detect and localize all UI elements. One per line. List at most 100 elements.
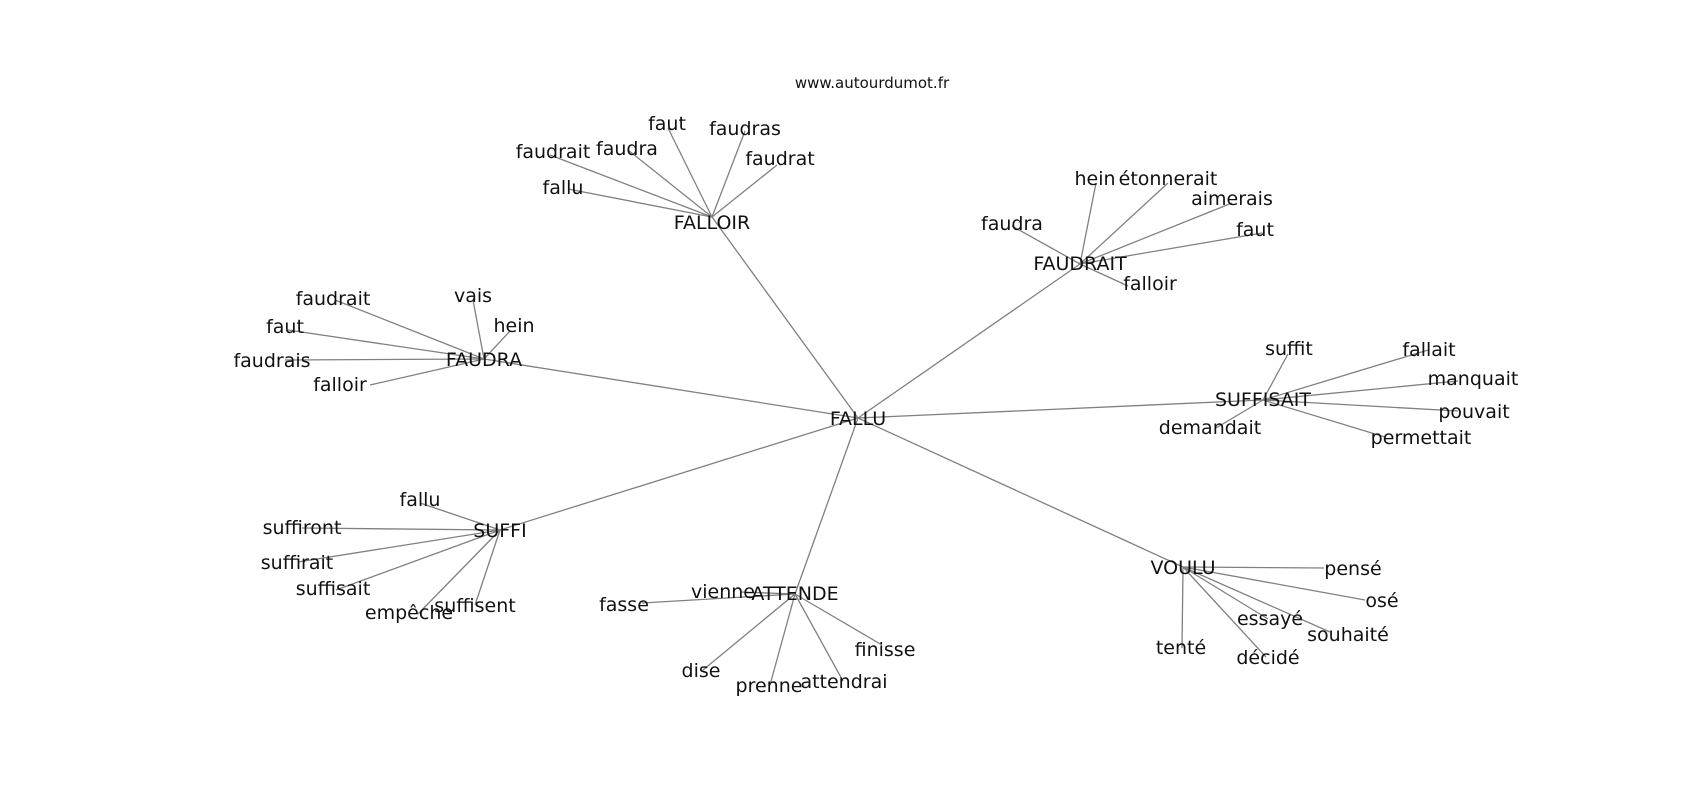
word-node[interactable]: aimerais bbox=[1191, 188, 1273, 210]
edge-faudra-word bbox=[483, 330, 511, 360]
edge-falloir-word bbox=[627, 149, 713, 218]
word-node[interactable]: suffirait bbox=[261, 552, 334, 574]
word-node[interactable]: pouvait bbox=[1438, 401, 1509, 423]
word-node[interactable]: falloir bbox=[1123, 273, 1177, 295]
word-node[interactable]: hein bbox=[1074, 168, 1115, 190]
edge-attende-word bbox=[702, 593, 796, 671]
word-node[interactable]: décidé bbox=[1236, 647, 1299, 669]
edge-center-voulu bbox=[857, 417, 1184, 568]
edge-voulu-word bbox=[1182, 566, 1267, 658]
word-node[interactable]: empêche bbox=[365, 602, 453, 624]
word-node[interactable]: fallu bbox=[543, 177, 584, 199]
edge-suffisait-word bbox=[1262, 399, 1386, 438]
graph-edges bbox=[284, 127, 1459, 686]
edge-falloir-word bbox=[567, 188, 713, 218]
word-node[interactable]: souhaité bbox=[1307, 624, 1389, 646]
edge-suffi-word bbox=[474, 529, 501, 606]
hub-node-falloir[interactable]: FALLOIR bbox=[674, 212, 750, 234]
word-node[interactable]: permettait bbox=[1371, 427, 1472, 449]
word-node[interactable]: suffisent bbox=[434, 595, 515, 617]
word-node[interactable]: faut bbox=[1236, 219, 1274, 241]
word-node[interactable]: dise bbox=[682, 660, 721, 682]
edge-suffi-word bbox=[419, 502, 501, 531]
word-node[interactable]: faudra bbox=[981, 213, 1043, 235]
word-node[interactable]: pensé bbox=[1324, 558, 1381, 580]
word-node[interactable]: essayé bbox=[1237, 608, 1303, 630]
edge-falloir-word bbox=[711, 130, 746, 218]
word-node[interactable]: faut bbox=[266, 316, 304, 338]
edge-center-attende bbox=[794, 417, 859, 595]
word-node[interactable]: faudrait bbox=[296, 288, 371, 310]
edge-faudra-word bbox=[284, 358, 485, 361]
edge-suffi-word bbox=[301, 527, 501, 531]
edge-voulu-word bbox=[1182, 566, 1331, 633]
word-node[interactable]: faudra bbox=[596, 138, 658, 160]
word-node[interactable]: vais bbox=[454, 285, 492, 307]
edge-faudrait-word bbox=[1079, 202, 1233, 265]
edge-suffi-word bbox=[335, 529, 501, 591]
edge-faudra-word bbox=[334, 299, 485, 360]
edge-suffisait-word bbox=[1262, 349, 1429, 401]
word-node[interactable]: faut bbox=[648, 113, 686, 135]
edge-attende-word bbox=[641, 593, 796, 604]
word-node[interactable]: tenté bbox=[1156, 637, 1206, 659]
edge-suffi-word bbox=[297, 529, 501, 563]
edge-voulu-word bbox=[1182, 566, 1325, 569]
word-node[interactable]: faudrat bbox=[745, 148, 814, 170]
word-node[interactable]: vienne bbox=[691, 581, 755, 603]
edge-center-faudra bbox=[483, 358, 859, 419]
hub-node-faudrait[interactable]: FAUDRAIT bbox=[1033, 253, 1127, 275]
edge-falloir-word bbox=[667, 127, 713, 218]
word-node[interactable]: finisse bbox=[855, 639, 916, 661]
word-node[interactable]: falloir bbox=[313, 374, 367, 396]
hub-node-voulu[interactable]: VOULU bbox=[1150, 557, 1215, 579]
edge-center-suffisait bbox=[857, 399, 1264, 419]
hub-node-faudra[interactable]: FAUDRA bbox=[446, 349, 522, 371]
word-node[interactable]: faudras bbox=[709, 118, 781, 140]
word-node[interactable]: manquait bbox=[1428, 368, 1519, 390]
word-node[interactable]: fasse bbox=[599, 594, 649, 616]
site-label: www.autourdumot.fr bbox=[795, 74, 950, 92]
word-node[interactable]: suffit bbox=[1265, 338, 1313, 360]
word-node[interactable]: demandait bbox=[1159, 417, 1261, 439]
edge-falloir-word bbox=[711, 164, 778, 218]
word-node[interactable]: suffisait bbox=[296, 578, 371, 600]
graph-labels: www.autourdumot.fr FALLU FALLOIR faut faud… bbox=[233, 74, 1518, 697]
edge-suffisait-word bbox=[1262, 353, 1289, 401]
word-node[interactable]: hein bbox=[493, 315, 534, 337]
edge-suffisait-word bbox=[1262, 380, 1459, 401]
edge-faudrait-word bbox=[1079, 182, 1169, 265]
edge-faudra-word bbox=[472, 299, 485, 360]
word-node[interactable]: fallait bbox=[1402, 339, 1455, 361]
word-node[interactable]: attendrai bbox=[800, 671, 887, 693]
edge-faudrait-word bbox=[1011, 225, 1081, 265]
edge-suffisait-word bbox=[1262, 399, 1459, 412]
edge-attende-word bbox=[769, 593, 796, 686]
edge-falloir-word bbox=[549, 154, 713, 218]
hub-node-attende[interactable]: ATTENDE bbox=[751, 583, 838, 605]
edge-faudra-word bbox=[369, 358, 485, 386]
word-node[interactable]: étonnerait bbox=[1119, 168, 1218, 190]
edge-voulu-word bbox=[1181, 566, 1184, 649]
word-node[interactable]: osé bbox=[1365, 590, 1398, 612]
edge-center-faudrait bbox=[857, 263, 1081, 419]
edge-voulu-word bbox=[1182, 566, 1269, 620]
word-node[interactable]: suffiront bbox=[263, 517, 342, 539]
word-node[interactable]: faudrais bbox=[233, 350, 310, 372]
edge-suffi-word bbox=[417, 529, 501, 615]
hub-node-suffi[interactable]: SUFFI bbox=[473, 520, 526, 542]
word-node[interactable]: prenne bbox=[736, 675, 803, 697]
edge-center-suffi bbox=[499, 417, 859, 531]
edge-voulu-word bbox=[1182, 566, 1366, 601]
center-node-label: FALLU bbox=[830, 408, 886, 430]
hub-node-suffisait[interactable]: SUFFISAIT bbox=[1215, 389, 1311, 411]
edge-faudrait-word bbox=[1079, 263, 1129, 287]
edge-attende-word bbox=[794, 593, 883, 646]
edge-center-falloir bbox=[711, 216, 859, 419]
edge-faudra-word bbox=[287, 329, 485, 360]
edge-faudrait-word bbox=[1079, 232, 1263, 265]
word-node[interactable]: fallu bbox=[400, 489, 441, 511]
word-node[interactable]: faudrait bbox=[516, 141, 591, 163]
edge-attende-word bbox=[739, 591, 796, 595]
